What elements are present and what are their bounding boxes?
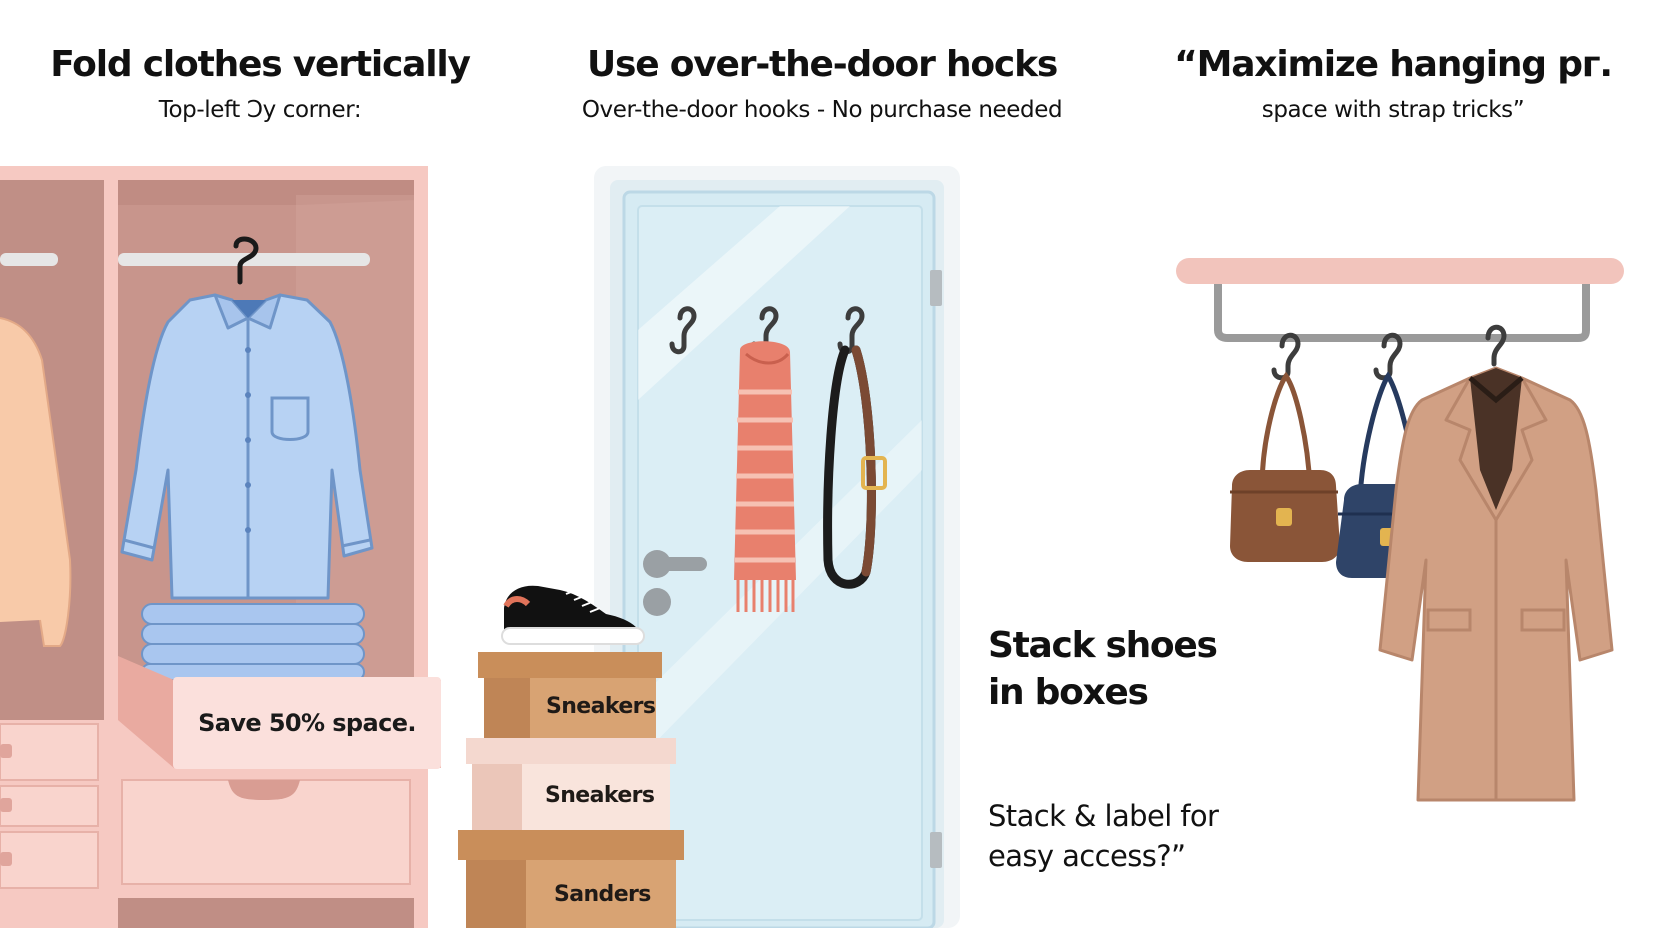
jacket-left	[0, 317, 72, 647]
hook-icon	[1373, 332, 1403, 381]
stack-shoes-text-line1: Stack & label for	[988, 799, 1219, 833]
main-drawer	[118, 768, 414, 928]
belt-icon	[823, 345, 887, 589]
tip-subtitle-fold: Top-left Ɔy corner:	[158, 97, 362, 123]
tip-title-hanging: “Maximize hanging pг.	[1174, 44, 1613, 85]
wardrobe	[0, 166, 441, 928]
stack-shoes-text: Stack & label for easy access?”	[988, 796, 1219, 876]
box-label-bottom: Sanders	[554, 882, 651, 907]
stack-shoes-heading-line1: Stack shoes	[988, 625, 1218, 666]
hook-icon	[669, 306, 697, 355]
sneaker-icon	[501, 585, 645, 645]
scarf-icon	[734, 341, 796, 612]
tip-subtitle-hanging: space with strap tricks”	[1261, 97, 1525, 123]
stack-shoes-heading: Stack shoes in boxes	[988, 622, 1218, 716]
shelf-label: Save 50% space.	[173, 677, 441, 769]
stack-shoes-heading-line2: in boxes	[988, 672, 1149, 713]
hook-icon	[1271, 332, 1301, 381]
shirt	[120, 293, 374, 600]
left-drawers	[0, 720, 104, 928]
tip-title-hooks: Use over-the-door hocks	[586, 44, 1058, 85]
box-label-middle: Sneakers	[545, 783, 655, 808]
tip-subtitle-hooks: Over-the-door hooks - No purchase needed	[581, 97, 1063, 123]
tip-title-fold: Fold clothes vertically	[50, 44, 471, 85]
door-handle-icon	[643, 550, 707, 616]
box-label-top: Sneakers	[546, 694, 656, 719]
shoe-stack	[458, 652, 684, 928]
shelf-label-text: Save 50% space.	[198, 709, 416, 737]
folded-clothes	[141, 603, 365, 681]
hook-icon	[1485, 324, 1507, 367]
stack-shoes-text-line2: easy access?”	[988, 839, 1186, 873]
handbag-hooks	[1271, 324, 1507, 381]
handbag-icon	[1230, 371, 1340, 562]
hanging-rail	[1176, 258, 1624, 342]
coat-icon	[1378, 366, 1614, 802]
hanger-icon	[233, 236, 259, 285]
